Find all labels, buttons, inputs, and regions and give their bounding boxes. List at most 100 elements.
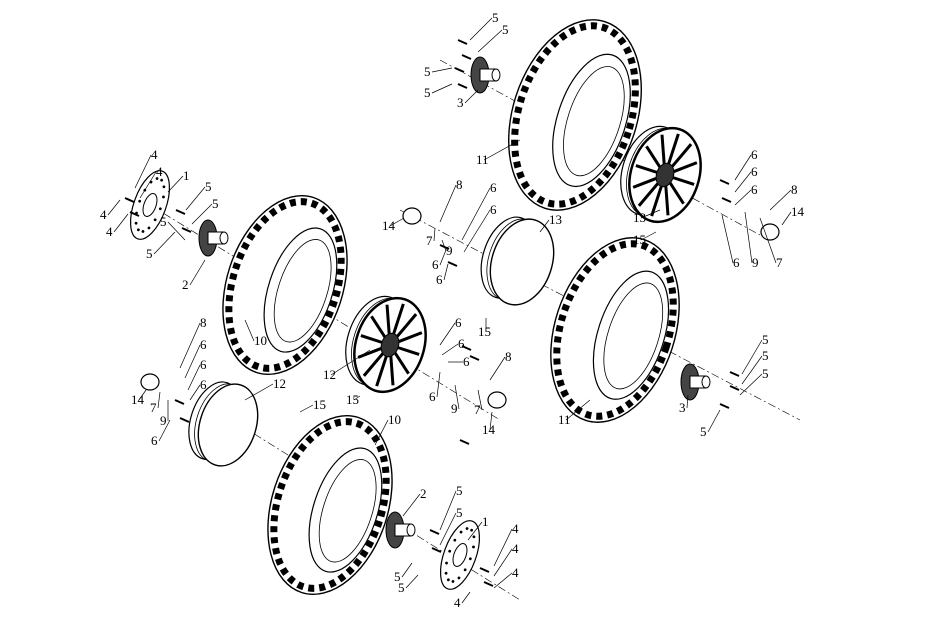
leader-line bbox=[436, 371, 441, 398]
bolt bbox=[174, 399, 185, 405]
tire-sidewall bbox=[263, 227, 338, 353]
tire-sidewall bbox=[308, 447, 383, 573]
leader-line bbox=[686, 394, 689, 409]
part-callout: 15 bbox=[346, 392, 359, 407]
leader-line bbox=[353, 395, 361, 401]
leader-line bbox=[539, 219, 550, 233]
rim-spoke bbox=[392, 303, 405, 335]
leader-line bbox=[431, 83, 453, 94]
part-callout: 14 bbox=[131, 392, 145, 407]
part-callout: 6 bbox=[490, 180, 497, 195]
hub-end bbox=[701, 375, 711, 389]
leader-line bbox=[401, 562, 413, 578]
disc-hole bbox=[162, 195, 165, 199]
leader-line bbox=[187, 364, 201, 391]
leader-line bbox=[443, 263, 449, 281]
hub bbox=[470, 56, 501, 94]
leader-line bbox=[734, 154, 752, 181]
parts-layer bbox=[124, 19, 801, 601]
rim-spoke bbox=[397, 346, 420, 356]
part-callout: 12 bbox=[323, 367, 336, 382]
part-callout: 6 bbox=[151, 433, 158, 448]
part-callout: 10 bbox=[254, 333, 267, 348]
part-callout: 7 bbox=[150, 400, 157, 415]
leader-line bbox=[158, 419, 171, 442]
leader-line bbox=[489, 356, 506, 381]
tire-tread bbox=[553, 240, 677, 420]
bolt bbox=[719, 403, 730, 409]
tire-bead bbox=[563, 66, 625, 177]
bolt bbox=[721, 197, 732, 203]
leader-line bbox=[441, 239, 447, 252]
disc-hole bbox=[472, 535, 476, 539]
bolt bbox=[175, 209, 186, 215]
part-callout: 1 bbox=[482, 514, 489, 529]
leader-line bbox=[113, 213, 129, 233]
rim bbox=[188, 381, 259, 467]
part-callout: 14 bbox=[791, 204, 805, 219]
part-callout: 11 bbox=[558, 412, 571, 427]
part-callout: 6 bbox=[751, 182, 758, 197]
part-callout: 2 bbox=[420, 486, 427, 501]
leader-line bbox=[299, 404, 314, 413]
rim-spoke bbox=[671, 143, 693, 168]
leader-line bbox=[439, 184, 457, 223]
part-callout: 11 bbox=[476, 152, 489, 167]
rim-spoke bbox=[360, 334, 383, 344]
bolt bbox=[461, 345, 472, 351]
tire-sidewall bbox=[552, 53, 631, 188]
tire bbox=[222, 194, 348, 376]
leader-line bbox=[565, 399, 591, 421]
bolt bbox=[454, 67, 465, 73]
hub-end bbox=[491, 68, 501, 82]
hub-end bbox=[406, 523, 416, 537]
part-callout: 9 bbox=[451, 401, 458, 416]
leader-line bbox=[439, 512, 457, 546]
bolt bbox=[129, 211, 140, 217]
leader-line bbox=[477, 29, 503, 53]
leader-line bbox=[759, 217, 777, 264]
leader-line bbox=[739, 373, 763, 396]
tire bbox=[508, 19, 642, 211]
leader-line bbox=[139, 171, 157, 199]
part-callout: 5 bbox=[394, 569, 401, 584]
hub-cap bbox=[487, 391, 507, 409]
rim bbox=[345, 295, 427, 394]
disc-hole bbox=[153, 218, 157, 222]
disc-hole bbox=[445, 561, 448, 565]
bolt bbox=[729, 371, 740, 377]
leader-line bbox=[134, 154, 152, 189]
leader-line bbox=[441, 343, 459, 356]
bolt bbox=[124, 197, 135, 203]
leader-line bbox=[374, 419, 389, 446]
part-callout: 3 bbox=[679, 400, 686, 415]
part-callout: 15 bbox=[478, 324, 491, 339]
hub bbox=[680, 363, 711, 401]
part-callout: 4 bbox=[512, 565, 519, 580]
bolt bbox=[469, 355, 480, 361]
part-callout: 9 bbox=[752, 255, 759, 270]
disc-hole bbox=[446, 578, 450, 582]
part-callout: 6 bbox=[733, 255, 740, 270]
part-callout: 7 bbox=[426, 233, 433, 248]
part-callout: 6 bbox=[200, 377, 207, 392]
rim-spoke bbox=[357, 347, 382, 359]
rim-spoke bbox=[667, 133, 680, 165]
rim-spoke bbox=[664, 186, 670, 216]
leader-line bbox=[483, 139, 521, 161]
part-callout: 6 bbox=[490, 202, 497, 217]
leader-line bbox=[191, 203, 213, 225]
part-callout: 5 bbox=[205, 179, 212, 194]
part-callout: 4 bbox=[512, 541, 519, 556]
leader-line bbox=[734, 189, 752, 206]
part-callout: 4 bbox=[512, 521, 519, 536]
leader-line bbox=[469, 17, 493, 41]
leader-line bbox=[463, 209, 491, 253]
disc-hole bbox=[470, 528, 474, 532]
rim bbox=[620, 125, 702, 224]
leader-line bbox=[439, 249, 447, 266]
rim-spoke bbox=[393, 352, 410, 375]
disc-hole bbox=[451, 580, 455, 583]
